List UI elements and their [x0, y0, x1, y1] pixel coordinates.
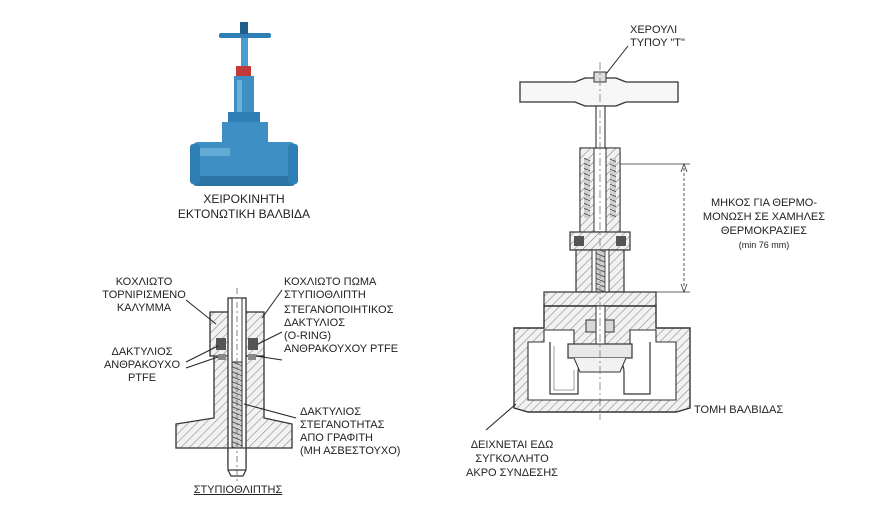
- photo-stem-top: [240, 22, 248, 34]
- photo-caption: ΧΕΙΡΟΚΙΝΗΤΗ ΕΚΤΟΝΩΤΙΚΗ ΒΑΛΒΙΔΑ: [168, 192, 320, 222]
- label-bonnet: ΚΟΧΛΙΩΤΟ ΤΟΡΝΙΡΙΣΜΕΝΟ ΚΑΛΥΜΜΑ: [102, 276, 186, 314]
- valve-section: [485, 45, 691, 431]
- section-dimension: [620, 162, 690, 294]
- label-valve-section: ΤΟΜΗ ΒΑΛΒΙΔΑΣ: [694, 404, 784, 416]
- gland-detail: [175, 288, 297, 482]
- valve-photo: [190, 22, 298, 186]
- label-ptfe-ring: ΔΑΚΤΥΛΙΟΣ ΑΝΘΡΑΚΟΥΧΟ PTFE: [103, 346, 181, 384]
- gland-ring-right: [248, 338, 258, 350]
- label-t-handle: ΧΕΡΟΥΛΙ ΤΥΠΟΥ "Τ": [630, 24, 685, 49]
- photo-handwheel: [219, 33, 271, 38]
- label-oring: ΣΤΕΓΑΝΟΠΟΙΗΤΙΚΟΣ ΔΑΚΤΥΛΙΟΣ (O-RING) ΑΝΘΡ…: [284, 304, 399, 355]
- photo-stem: [241, 38, 248, 66]
- photo-caption-line1: ΧΕΙΡΟΚΙΝΗΤΗ: [203, 192, 285, 206]
- photo-flange: [228, 112, 260, 122]
- label-weld-end: ΔΕΙΧΝΕΤΑΙ ΕΔΩ ΣΥΓΚΟΛΛΗΤΟ ΑΚΡΟ ΣΥΝΔΕΣΗΣ: [466, 439, 558, 479]
- gland-ring-left: [216, 338, 226, 350]
- label-gland-cap: ΚΟΧΛΙΩΤΟ ΠΩΜΑ ΣΤΥΠΙΟΘΛΙΠΤΗ: [284, 276, 377, 301]
- section-t-handle: [519, 77, 679, 107]
- section-leaders: [485, 45, 629, 431]
- photo-caption-line2: ΕΚΤΟΝΩΤΙΚΗ ΒΑΛΒΙΔΑ: [177, 207, 311, 221]
- label-graphite-ring: ΔΑΚΤΥΛΙΟΣ ΣΤΕΓΑΝΟΤΗΤΑΣ ΑΠΟ ΓΡΑΦΙΤΗ (ΜΗ Α…: [300, 406, 401, 457]
- gland-leaders: [185, 289, 297, 419]
- gland-title: ΣΤΥΠΙΟΘΛΙΠΤΗΣ: [193, 484, 283, 496]
- photo-red-band: [236, 66, 251, 76]
- label-insulation-length: ΜΗΚΟΣ ΓΙΑ ΘΕΡΜΟ- ΜΟΝΩΣΗ ΣΕ ΧΑΜΗΛΕΣ ΘΕΡΜΟ…: [702, 197, 826, 250]
